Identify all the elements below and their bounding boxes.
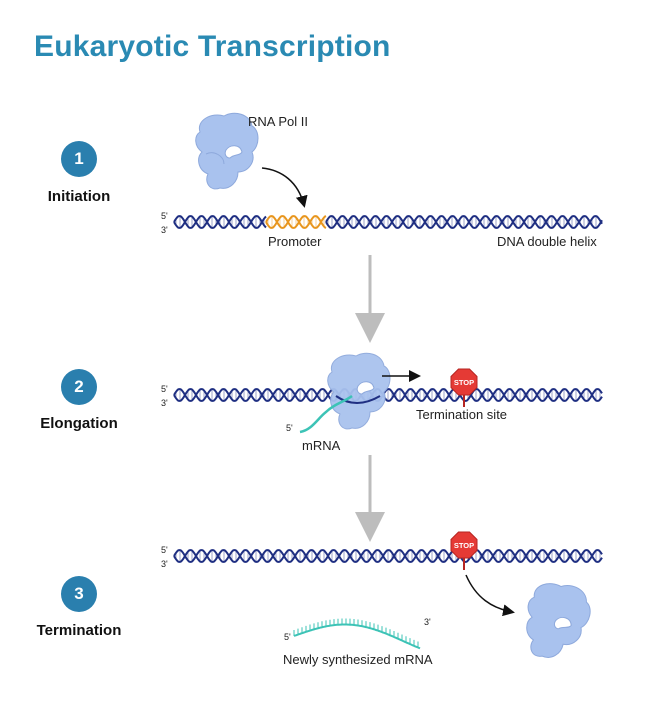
- mrna-five-prime: 5': [286, 423, 293, 433]
- step-3-label: Termination: [36, 622, 122, 639]
- dna-strand-top: [173, 549, 603, 563]
- new-mrna-three-prime: 3': [424, 617, 431, 627]
- dna-strand-top: [265, 215, 327, 229]
- new-mrna-label: Newly synthesized mRNA: [283, 652, 433, 667]
- step-2-label: Elongation: [40, 415, 118, 432]
- stop-sign-text: STOP: [454, 378, 474, 387]
- new-mrna-five-prime: 5': [284, 632, 291, 642]
- promoter-region: [265, 215, 327, 229]
- dna2-five-prime: 5': [161, 384, 168, 394]
- dna-helix-initiation: [173, 215, 603, 229]
- dna3-five-prime: 5': [161, 545, 168, 555]
- dna-strand-bottom: [265, 215, 327, 229]
- step-2-circle: 2: [61, 369, 97, 405]
- dna3-three-prime: 3': [161, 559, 168, 569]
- mrna-backbone: [293, 623, 421, 650]
- newly-synthesized-mrna-strand: [293, 618, 421, 650]
- transcription-bubble: [335, 395, 381, 404]
- binding-arrow: [261, 167, 308, 208]
- dna1-five-prime: 5': [161, 211, 168, 221]
- mrna-strand-elongation: [299, 394, 353, 434]
- dna-strand-bottom: [325, 215, 603, 229]
- dna-helix-termination: [173, 549, 603, 563]
- promoter-label: Promoter: [268, 234, 322, 249]
- dna1-three-prime: 3': [161, 225, 168, 235]
- stop-sign-icon-elongation: STOP: [450, 368, 478, 407]
- rna-pol-elongating-icon: [327, 352, 391, 430]
- dna-strand-top: [173, 388, 603, 402]
- dna-strand-top: [325, 215, 603, 229]
- step-1-label: Initiation: [47, 188, 111, 205]
- stop-sign-icon-termination: STOP: [450, 531, 478, 570]
- rna-pol-released-icon: [526, 583, 591, 658]
- termination-site-label: Termination site: [416, 407, 508, 422]
- dna-helix-label: DNA double helix: [497, 234, 597, 249]
- rna-pol-ii-label: RNA Pol II: [248, 114, 308, 129]
- dna2-three-prime: 3': [161, 398, 168, 408]
- rna-pol-ii-icon: [195, 112, 259, 190]
- stop-sign-text: STOP: [454, 541, 474, 550]
- dna-strand-bottom: [173, 549, 603, 563]
- step-1-circle: 1: [61, 141, 97, 177]
- dna-strand-bottom: [173, 388, 603, 402]
- dna-strand-bottom: [173, 215, 267, 229]
- mrna-label: mRNA: [302, 438, 341, 453]
- release-arrow: [465, 574, 515, 617]
- page-title: Eukaryotic Transcription: [34, 30, 391, 63]
- step-3-circle: 3: [61, 576, 97, 612]
- dna-helix-elongation: [173, 388, 603, 402]
